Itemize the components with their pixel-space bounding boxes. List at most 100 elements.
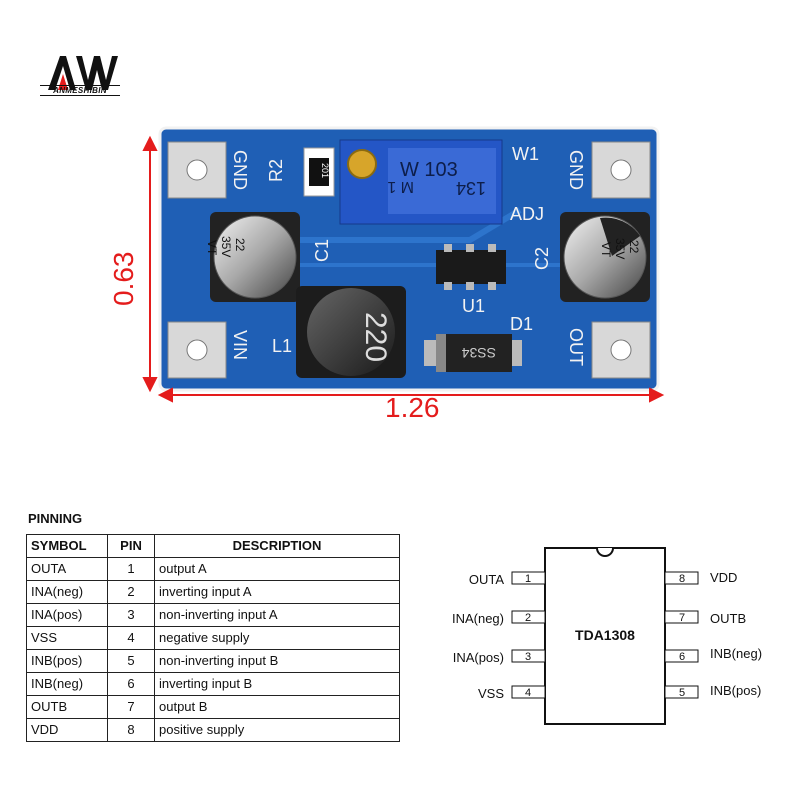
label-gnd-right: GND <box>566 150 586 190</box>
label-vin: VIN <box>230 330 250 360</box>
trimmer-text-1: W 103 <box>400 159 458 181</box>
label-r2: R2 <box>266 159 286 182</box>
ic-pinout-diagram: TDA1308 1 OUTA 2 INA(neg) 3 INA(pos) 4 V… <box>452 547 762 725</box>
cell-description: output A <box>154 557 400 581</box>
trimmer-text-3: 134 <box>456 178 486 198</box>
cell-description: inverting input A <box>154 580 400 604</box>
diode-d1: SS34 <box>424 334 522 372</box>
cell-description: inverting input B <box>154 672 400 696</box>
pad-gnd-left <box>167 141 227 199</box>
pin-number: 4 <box>525 687 531 699</box>
pin-label: INA(pos) <box>453 650 504 665</box>
pcb-board-illustration: GND VIN GND OUT R2 W1 ADJ C1 C2 L1 U1 D1… <box>142 126 665 403</box>
label-c2: C2 <box>532 247 552 270</box>
pin-number: 7 <box>679 612 685 624</box>
cell-pin: 6 <box>107 672 155 696</box>
cell-description: output B <box>154 695 400 719</box>
cell-symbol: INA(pos) <box>26 603 108 627</box>
pin-number: 8 <box>679 573 685 585</box>
capacitor-c2: 22 35V VT <box>560 212 650 302</box>
cell-pin: 5 <box>107 649 155 673</box>
diode-code: SS34 <box>462 345 496 361</box>
ic-pin-right: 6 INB(neg) <box>664 646 762 663</box>
dimension-width-arrow <box>157 387 665 403</box>
cap-c1-voltage: 35V <box>219 236 233 257</box>
label-w1: W1 <box>512 144 539 164</box>
ic-u1 <box>436 244 506 290</box>
cap-c2-voltage: 35V <box>613 238 627 259</box>
pin-label: OUTA <box>469 572 504 587</box>
pin-label: VSS <box>478 686 504 701</box>
trimmer-text-2: M 1 <box>387 178 414 195</box>
ic-pin-right: 5 INB(pos) <box>664 683 761 699</box>
cell-pin: 2 <box>107 580 155 604</box>
dimension-height-label: 0.63 <box>108 251 139 307</box>
pin-label: INA(neg) <box>452 611 504 626</box>
pin-number: 2 <box>525 612 531 624</box>
cell-symbol: VDD <box>26 718 108 742</box>
pad-gnd-right <box>591 141 651 199</box>
header-description: DESCRIPTION <box>154 534 400 558</box>
pin-label: INB(pos) <box>710 683 761 698</box>
dimension-height-arrow <box>142 135 158 393</box>
capacitor-c1: 22 35V VT <box>205 212 300 302</box>
header-symbol: SYMBOL <box>26 534 108 558</box>
table-header-row: SYMBOL PIN DESCRIPTION <box>26 534 400 558</box>
cell-symbol: INB(neg) <box>26 672 108 696</box>
cell-symbol: VSS <box>26 626 108 650</box>
cap-c2-value: 22 <box>627 240 641 254</box>
pad-out <box>591 321 651 379</box>
pin-number: 3 <box>525 651 531 663</box>
label-gnd-left: GND <box>230 150 250 190</box>
pin-number: 5 <box>679 687 685 699</box>
pin-label: INB(neg) <box>710 646 762 661</box>
brand-logo-icon <box>48 56 118 90</box>
cell-description: positive supply <box>154 718 400 742</box>
trimmer-potentiometer: W 103 M 1 134 <box>339 139 503 225</box>
label-u1: U1 <box>462 296 485 316</box>
ic-notch <box>596 547 614 557</box>
pin-label: VDD <box>710 570 737 585</box>
cell-pin: 1 <box>107 557 155 581</box>
label-l1: L1 <box>272 336 292 356</box>
inductor-code: 220 <box>359 312 392 362</box>
cap-c2-series: VT <box>599 242 613 258</box>
inductor-l1: 220 <box>296 286 406 378</box>
label-out: OUT <box>566 328 586 366</box>
cell-pin: 7 <box>107 695 155 719</box>
ic-pin-left: 1 OUTA <box>469 571 546 587</box>
pin-number: 6 <box>679 651 685 663</box>
ic-body <box>544 547 666 725</box>
resistor-code: 201 <box>320 163 330 178</box>
dimension-width-label: 1.26 <box>385 392 440 423</box>
brand-logo-text: ANMESHIBIN <box>40 85 120 96</box>
cell-symbol: INA(neg) <box>26 580 108 604</box>
cell-description: non-inverting input B <box>154 649 400 673</box>
pin-number: 1 <box>525 573 531 585</box>
ic-pin-right: 8 VDD <box>664 570 737 585</box>
ic-pin-right: 7 OUTB <box>664 610 746 626</box>
cap-c1-value: 22 <box>233 238 247 252</box>
pad-vin <box>167 321 227 379</box>
resistor-r2: 201 <box>303 147 335 197</box>
label-c1: C1 <box>312 239 332 262</box>
ic-pin-left: 2 INA(neg) <box>452 610 546 626</box>
pin-label: OUTB <box>710 611 746 626</box>
cap-c1-series: VT <box>205 240 219 256</box>
pinning-title: PINNING <box>28 511 83 526</box>
ic-pin-left: 3 INA(pos) <box>453 649 546 665</box>
label-d1: D1 <box>510 314 533 334</box>
header-pin: PIN <box>107 534 155 558</box>
pcb <box>160 128 658 390</box>
ic-name: TDA1308 <box>575 627 635 643</box>
cell-pin: 3 <box>107 603 155 627</box>
label-adj: ADJ <box>510 204 544 224</box>
